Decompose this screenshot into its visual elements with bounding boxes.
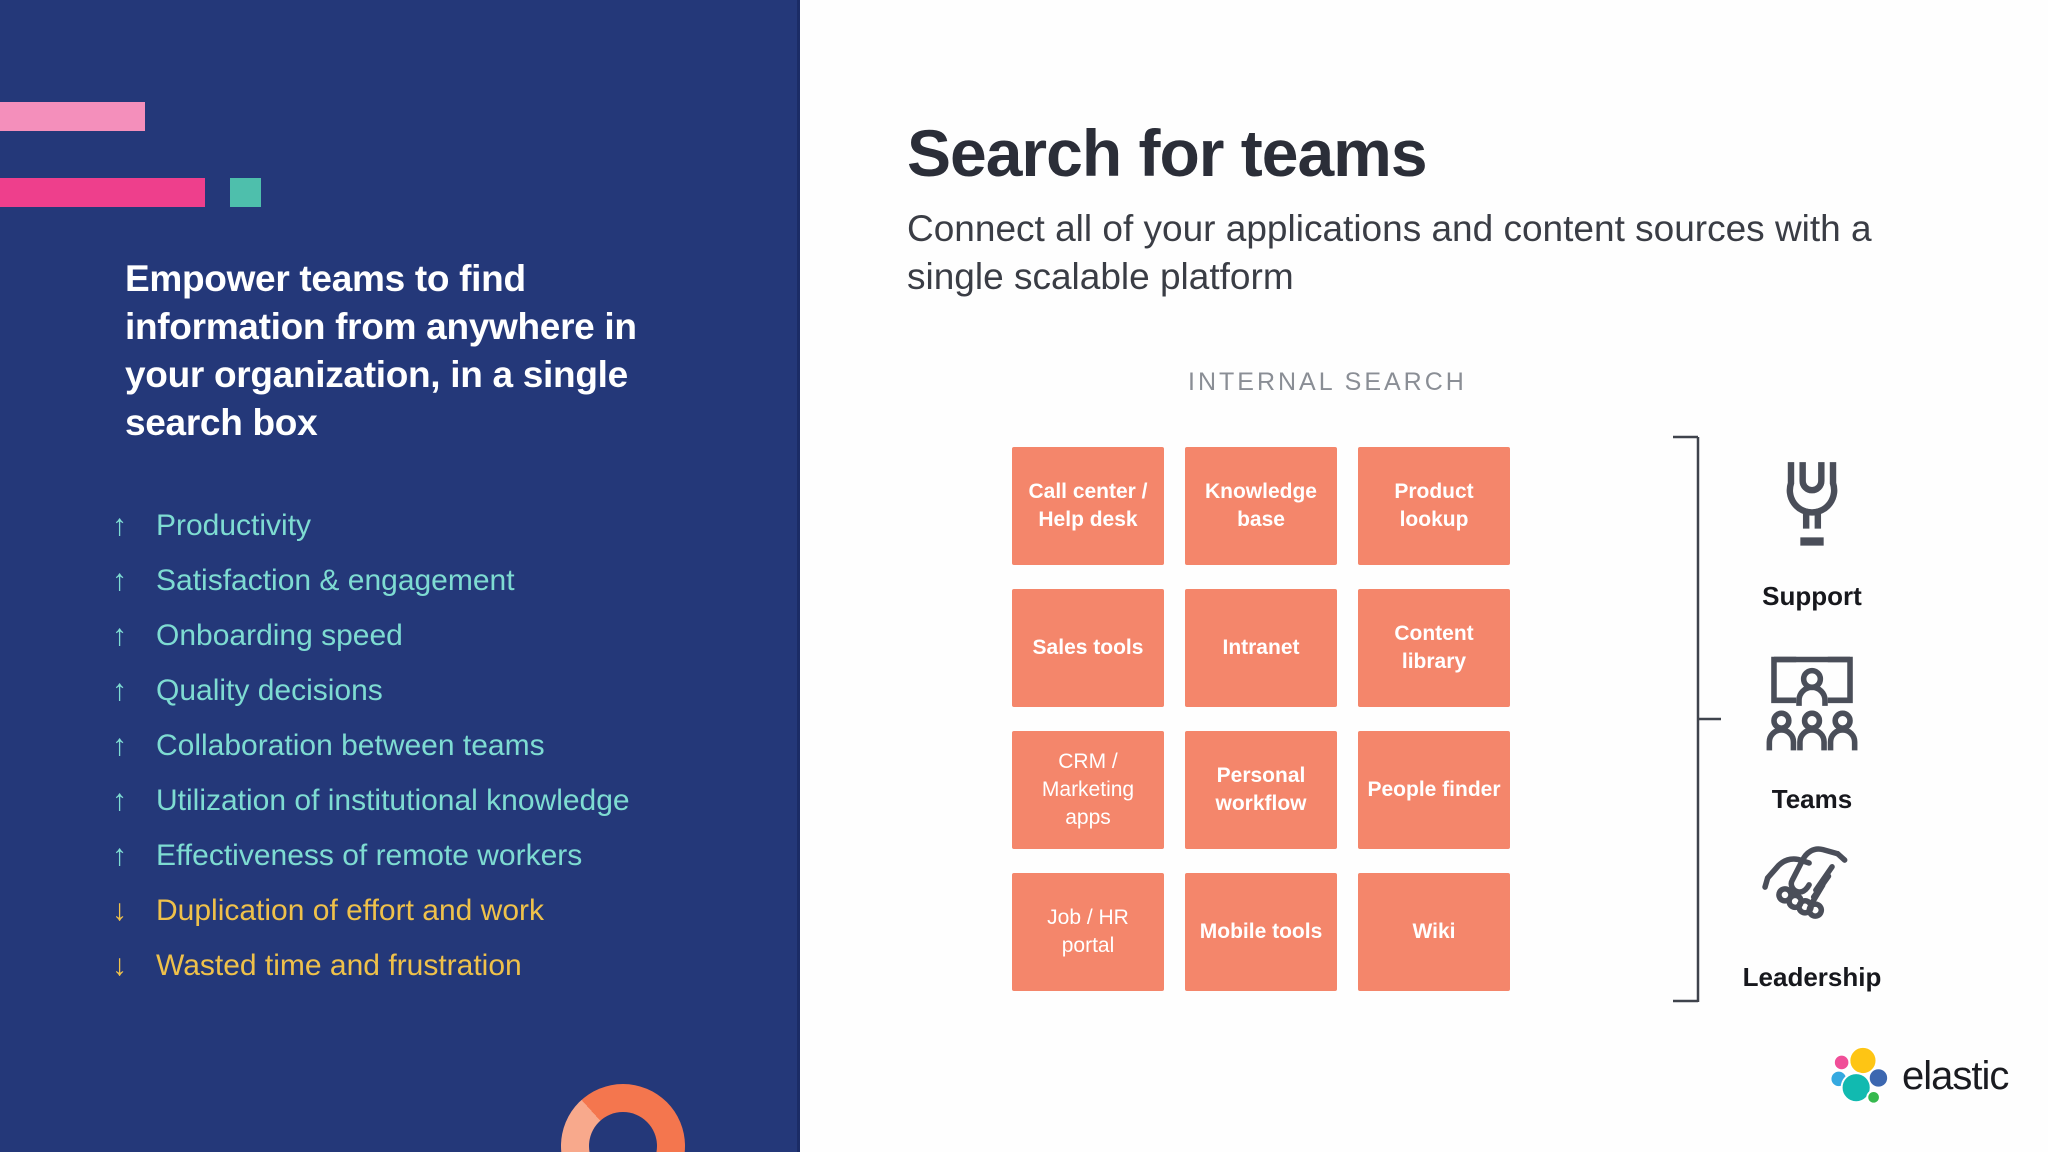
wrench-icon — [1786, 462, 1838, 546]
benefit-item: ↑ Collaboration between teams — [112, 718, 792, 773]
up-arrow-icon: ↑ — [112, 619, 127, 652]
source-tile: Product lookup — [1358, 447, 1510, 565]
page-subtitle: Connect all of your applications and con… — [907, 208, 1872, 297]
benefit-label: Wasted time and frustration — [156, 949, 522, 982]
audience-label: Support — [1762, 581, 1862, 611]
page-title: Search for teams — [907, 116, 1428, 190]
presentation-people-icon — [1766, 656, 1858, 751]
diagram-section-label: INTERNAL SEARCH — [1188, 368, 1467, 396]
up-arrow-icon: ↑ — [112, 564, 127, 597]
benefit-item: ↑ Quality decisions — [112, 663, 792, 718]
tile-label: Call center / Help desk — [1028, 480, 1148, 531]
source-tile: Personal workflow — [1185, 731, 1337, 849]
benefits-list: ↑ Productivity ↑ Satisfaction & engagement… — [112, 498, 792, 993]
benefit-item: ↑ Utilization of institutional knowledge — [112, 773, 792, 828]
bracket-connector — [1673, 435, 1721, 1003]
down-arrow-icon: ↓ — [112, 894, 127, 927]
benefit-item: ↑ Satisfaction & engagement — [112, 553, 792, 608]
decor-bar-light-pink — [0, 102, 145, 131]
benefit-label: Satisfaction & engagement — [156, 564, 515, 597]
source-tile: Content library — [1358, 589, 1510, 707]
tile-label: Mobile tools — [1199, 920, 1323, 943]
decor-donut — [561, 1084, 685, 1152]
tile-label: People finder — [1367, 778, 1501, 801]
benefit-label: Effectiveness of remote workers — [156, 839, 583, 872]
audience-label: Teams — [1771, 784, 1853, 814]
up-arrow-icon: ↑ — [112, 839, 127, 872]
audience-label: Leadership — [1742, 962, 1882, 992]
benefit-label: Productivity — [156, 509, 312, 542]
elastic-logo: elastic — [1830, 1045, 2009, 1107]
source-tile: Sales tools — [1012, 589, 1164, 707]
handshake-icon — [1762, 846, 1848, 919]
benefit-item: ↓ Wasted time and frustration — [112, 938, 792, 993]
benefit-label: Duplication of effort and work — [156, 894, 544, 927]
tile-label: Product lookup — [1394, 480, 1474, 531]
source-tile: CRM / Marketing apps — [1012, 731, 1164, 849]
tile-label: Intranet — [1222, 636, 1300, 659]
sources-grid: Call center / Help desk Knowledge base P… — [1012, 447, 1510, 991]
source-tile: Intranet — [1185, 589, 1337, 707]
source-tile: Knowledge base — [1185, 447, 1337, 565]
decor-bar-magenta — [0, 178, 205, 207]
tile-label: Sales tools — [1032, 636, 1144, 659]
benefit-item: ↑ Productivity — [112, 498, 792, 553]
source-tile: Wiki — [1358, 873, 1510, 991]
up-arrow-icon: ↑ — [112, 509, 127, 542]
audience-support: Support — [1712, 453, 1912, 612]
benefit-item: ↑ Onboarding speed — [112, 608, 792, 663]
audience-teams: Teams — [1712, 650, 1912, 815]
tile-label: Content library — [1394, 622, 1474, 673]
elastic-logo-icon — [1830, 1045, 1890, 1105]
panel-heading: Empower teams to find information from a… — [125, 258, 637, 443]
source-tile: People finder — [1358, 731, 1510, 849]
elastic-logo-text: elastic — [1902, 1053, 2009, 1098]
left-panel: Empower teams to find information from a… — [0, 0, 800, 1152]
source-tile: Mobile tools — [1185, 873, 1337, 991]
tile-label: Job / HR portal — [1047, 906, 1129, 957]
benefit-label: Utilization of institutional knowledge — [156, 784, 630, 817]
source-tile: Call center / Help desk — [1012, 447, 1164, 565]
benefit-label: Collaboration between teams — [156, 729, 545, 762]
tile-label: Personal workflow — [1215, 764, 1307, 815]
down-arrow-icon: ↓ — [112, 949, 127, 982]
up-arrow-icon: ↑ — [112, 784, 127, 817]
source-tile: Job / HR portal — [1012, 873, 1164, 991]
benefit-label: Quality decisions — [156, 674, 383, 707]
tile-label: Wiki — [1412, 920, 1456, 943]
up-arrow-icon: ↑ — [112, 674, 127, 707]
up-arrow-icon: ↑ — [112, 729, 127, 762]
tile-label: Knowledge base — [1204, 480, 1317, 531]
benefit-item: ↑ Effectiveness of remote workers — [112, 828, 792, 883]
decor-square-teal — [230, 178, 261, 207]
audience-leadership: Leadership — [1712, 838, 1912, 993]
benefit-label: Onboarding speed — [156, 619, 403, 652]
benefit-item: ↓ Duplication of effort and work — [112, 883, 792, 938]
tile-label: CRM / Marketing apps — [1041, 750, 1135, 829]
